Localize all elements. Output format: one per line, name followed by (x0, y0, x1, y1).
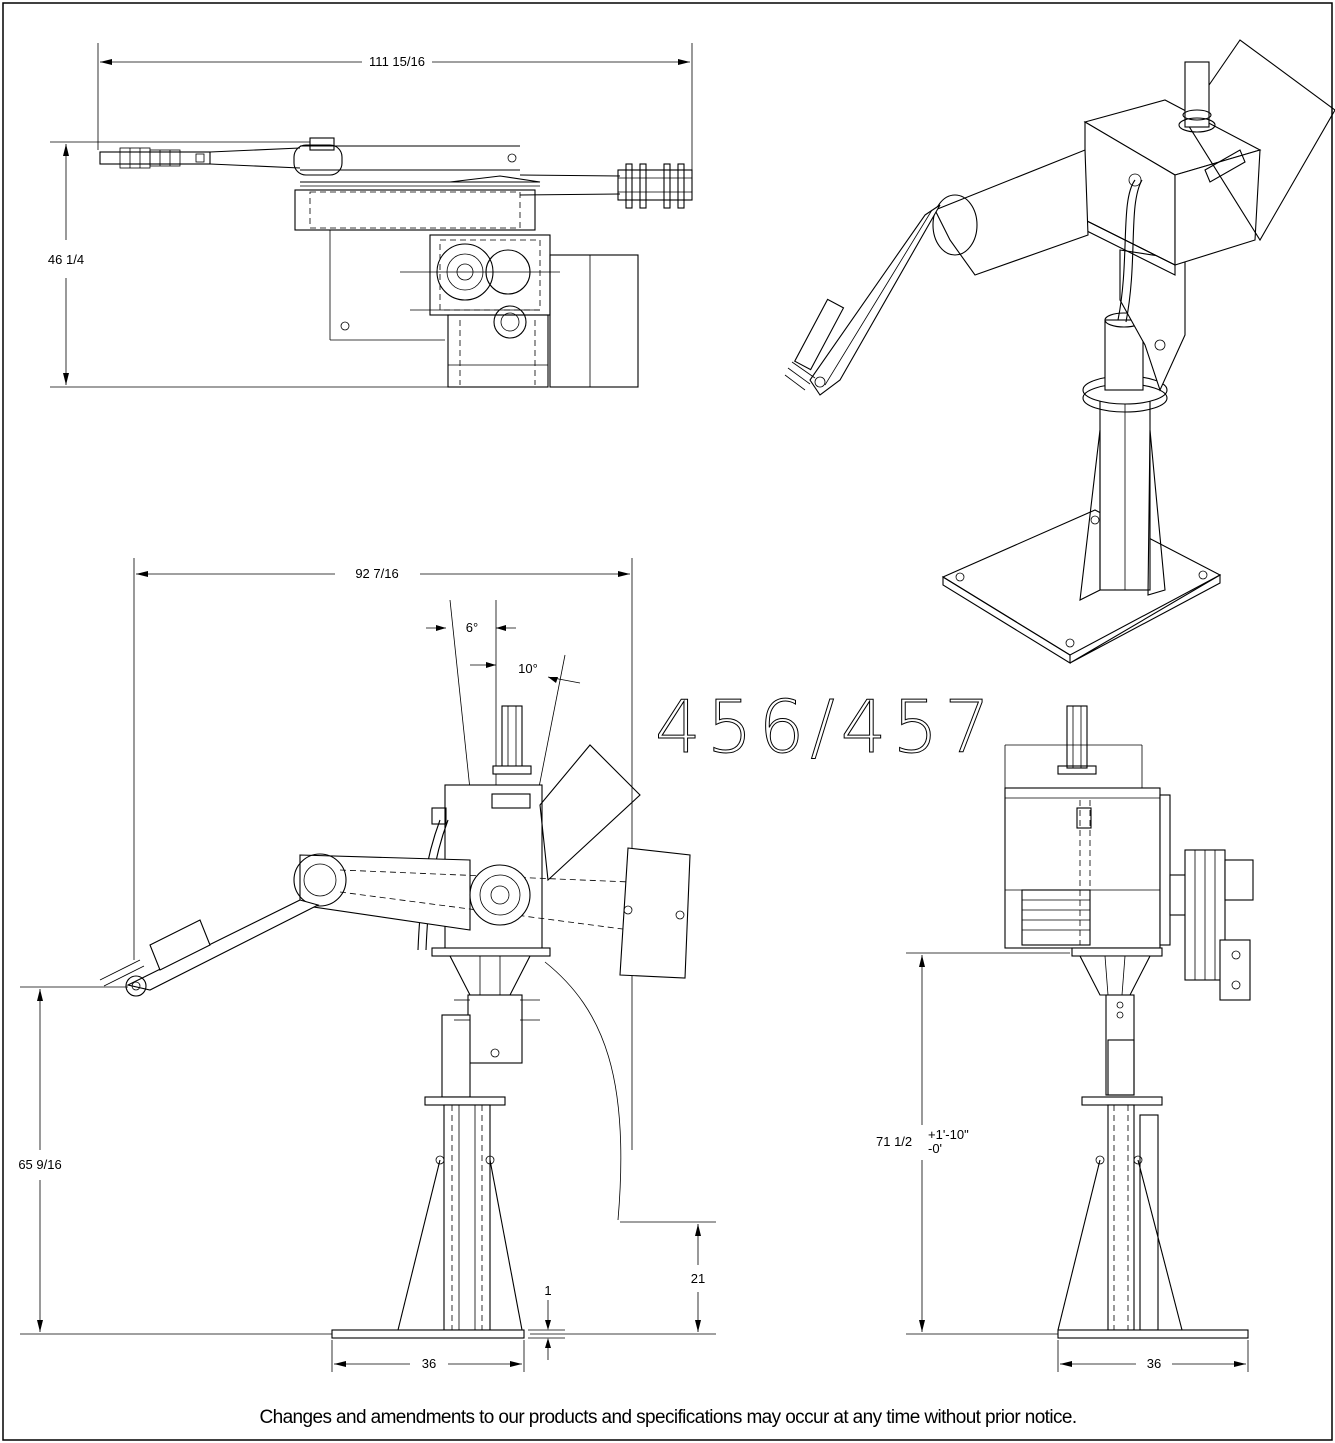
front-height-dim: 65 9/16 (18, 1157, 61, 1172)
front-view: 92 7/16 6° 10° (18, 558, 716, 1372)
model-title: 456/457 (655, 685, 996, 769)
side-height-tol-minus: -0' (928, 1141, 942, 1156)
front-base-width-dim: 36 (422, 1356, 436, 1371)
isometric-view (784, 39, 1335, 664)
side-height-dim: 71 1/2 (876, 1134, 912, 1149)
disclaimer-note: Changes and amendments to our products a… (259, 1407, 1076, 1428)
top-width-dim: 46 1/4 (48, 252, 84, 267)
side-height-tol-plus: +1'-10" (928, 1127, 969, 1142)
clearance-dim: 21 (691, 1271, 705, 1286)
top-length-dim: 111 15/16 (369, 54, 425, 69)
top-view: 111 15/16 46 1/4 (48, 43, 693, 388)
tilt-down-angle: 10° (518, 661, 538, 676)
side-view: 71 1/2 +1'-10" -0' 36 (876, 705, 1254, 1372)
tilt-up-angle: 6° (466, 620, 478, 635)
front-reach-dim: 92 7/16 (355, 566, 398, 581)
plate-thickness-dim: 1 (544, 1283, 551, 1298)
side-base-width-dim: 36 (1147, 1356, 1161, 1371)
